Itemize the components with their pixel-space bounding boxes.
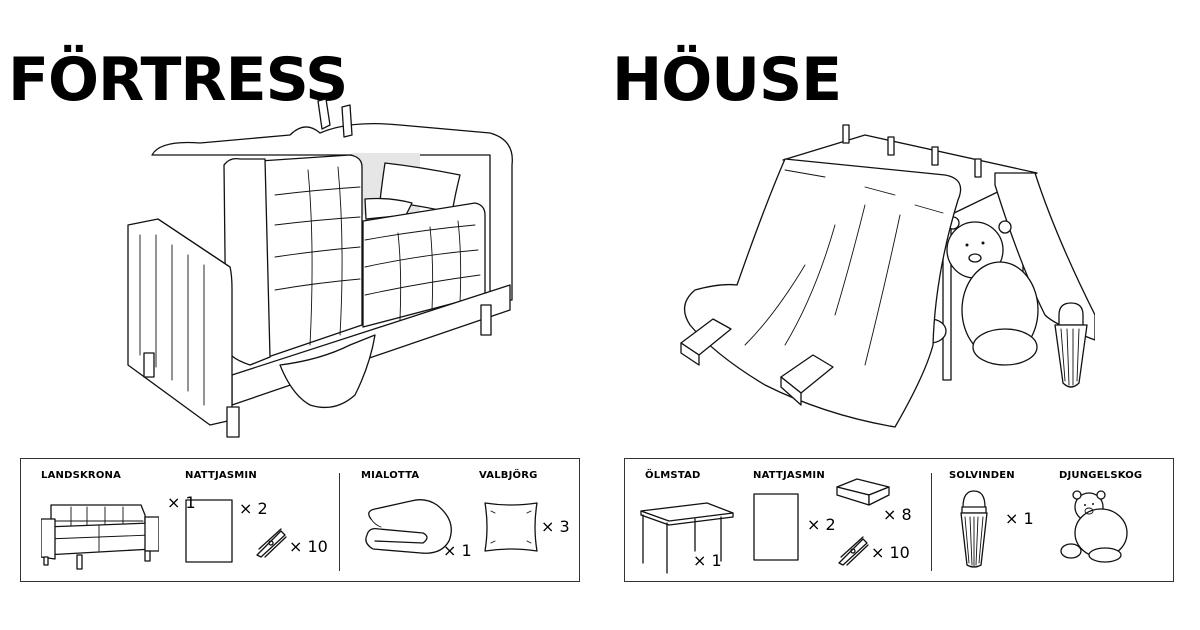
quantity: × 8 bbox=[883, 505, 912, 524]
quantity: × 3 bbox=[541, 517, 570, 536]
sofa-icon bbox=[41, 499, 159, 571]
house-title: HÖUSE bbox=[612, 45, 842, 115]
part-nattjasmin: NATTJASMIN × 2 bbox=[185, 459, 345, 581]
cushion-icon bbox=[483, 501, 539, 553]
parts-divider bbox=[931, 473, 932, 571]
sheet-icon bbox=[753, 493, 799, 561]
quantity: × 1 bbox=[443, 541, 472, 560]
part-name: VALBJÖRG bbox=[479, 470, 538, 481]
parts-divider bbox=[339, 473, 340, 571]
lantern-in-fort bbox=[1054, 302, 1088, 388]
part-name: SOLVINDEN bbox=[949, 470, 1015, 481]
table-icon bbox=[639, 499, 735, 575]
quantity: × 2 bbox=[807, 515, 836, 534]
fortress-title: FÖRTRESS bbox=[8, 45, 348, 115]
quantity: × 2 bbox=[239, 499, 268, 518]
part-name: NATTJASMIN bbox=[185, 470, 257, 481]
lantern-icon bbox=[959, 489, 989, 569]
part-name: DJUNGELSKOG bbox=[1059, 470, 1143, 481]
part-solvinden: SOLVINDEN × 1 bbox=[949, 459, 1049, 581]
house-parts-list: ÖLMSTAD × 1 NATTJASMIN × 2 × 8 bbox=[624, 458, 1174, 582]
sofa-blanket-fort-illustration bbox=[120, 95, 530, 450]
quantity: × 10 bbox=[871, 543, 910, 562]
folded-blanket-icon bbox=[361, 497, 457, 557]
part-olmstad: ÖLMSTAD × 1 bbox=[640, 459, 755, 581]
table-tent-fort-illustration bbox=[675, 115, 1095, 445]
part-name: ÖLMSTAD bbox=[645, 470, 701, 481]
part-book: × 8 bbox=[835, 459, 925, 581]
part-nattjasmin: NATTJASMIN × 2 bbox=[753, 459, 913, 581]
part-landskrona: LANDSKRONA × 1 bbox=[41, 459, 201, 581]
quantity: × 1 bbox=[1005, 509, 1034, 528]
part-clothespin: × 10 bbox=[837, 459, 927, 581]
quantity: × 1 bbox=[167, 493, 196, 512]
quantity: × 10 bbox=[289, 537, 328, 556]
part-mialotta: MIALOTTA × 1 bbox=[361, 459, 481, 581]
part-djungelskog: DJUNGELSKOG bbox=[1059, 459, 1175, 581]
clothespin-icon bbox=[255, 527, 287, 559]
teddy-bear-icon bbox=[1059, 489, 1135, 563]
part-clothespin: × 10 bbox=[255, 459, 345, 581]
book-icon bbox=[835, 477, 891, 507]
fortress-parts-list: LANDSKRONA × 1 NATTJASMIN × 2 bbox=[20, 458, 580, 582]
part-valbjorg: VALBJÖRG × 3 bbox=[479, 459, 579, 581]
part-name: LANDSKRONA bbox=[41, 470, 122, 481]
clothespin-icon bbox=[837, 535, 869, 567]
part-name: MIALOTTA bbox=[361, 470, 420, 481]
sheet-icon bbox=[185, 499, 233, 563]
part-name: NATTJASMIN bbox=[753, 470, 825, 481]
quantity: × 1 bbox=[693, 551, 722, 570]
